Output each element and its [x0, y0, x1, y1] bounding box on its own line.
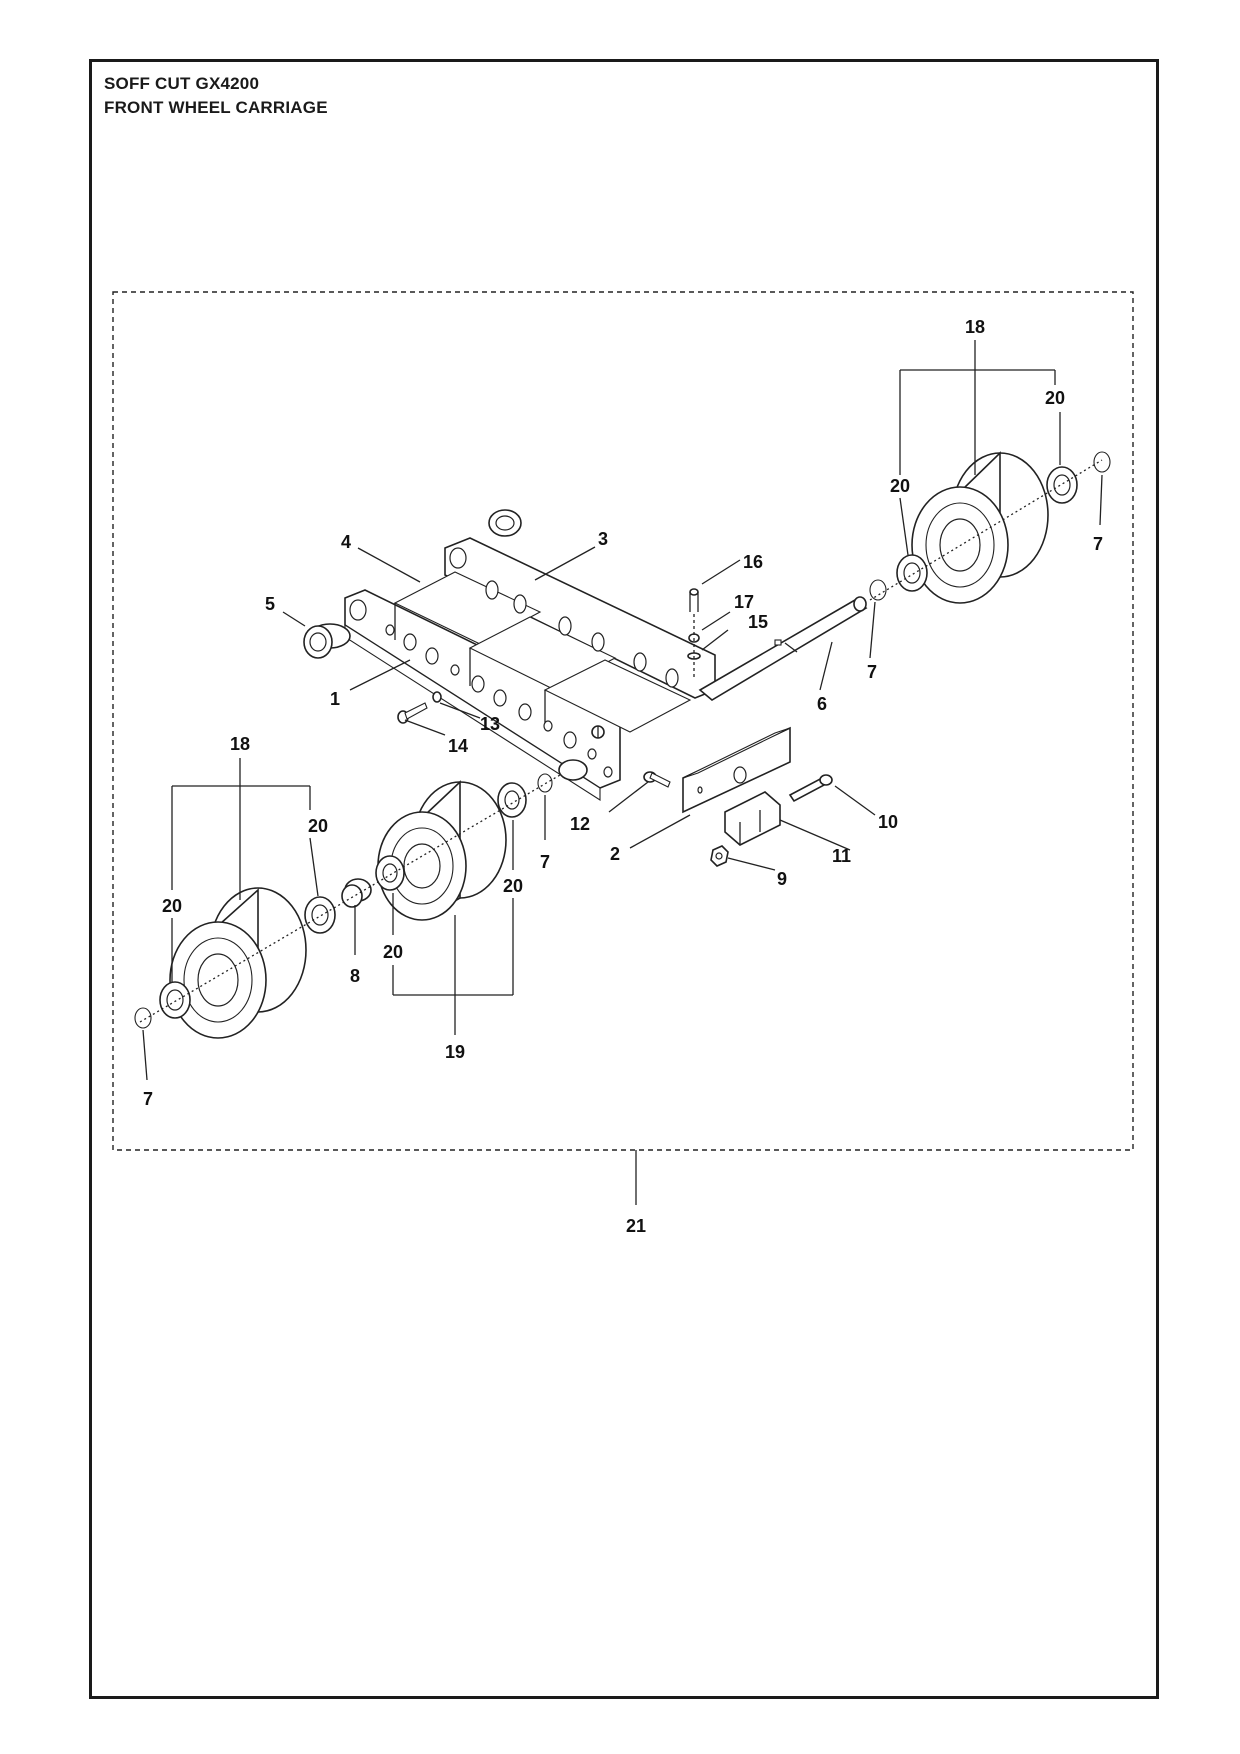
callout-18-left: 18 [230, 734, 250, 754]
callout-21: 21 [626, 1216, 646, 1236]
wheel-right [911, 451, 1049, 604]
bolt-12 [643, 771, 671, 788]
spacer-8 [341, 878, 372, 908]
callout-2: 2 [610, 844, 620, 864]
assembly-title: FRONT WHEEL CARRIAGE [104, 98, 328, 117]
callout-12: 12 [570, 814, 590, 834]
callout-9: 9 [777, 869, 787, 889]
bearing-middle-back [497, 782, 527, 818]
bearing-middle-front [375, 855, 405, 891]
callout-20-right-inner: 20 [890, 476, 910, 496]
assembly-boundary [112, 291, 1134, 1151]
block-11 [724, 791, 781, 846]
callout-1: 1 [330, 689, 340, 709]
bearing-right-outer [1046, 466, 1078, 504]
bracket-2 [682, 726, 791, 814]
callout-14: 14 [448, 736, 468, 756]
frame-tube [558, 725, 605, 781]
bushing-5 [303, 623, 351, 659]
circlip-left-outer [134, 1007, 152, 1029]
callout-7-left: 7 [143, 1089, 153, 1109]
callout-17: 17 [734, 592, 754, 612]
callout-6: 6 [817, 694, 827, 714]
bushing-top [488, 509, 522, 537]
bearing-right-inner [896, 554, 928, 592]
bolt-10 [788, 774, 833, 803]
callout-3: 3 [598, 529, 608, 549]
callout-10: 10 [878, 812, 898, 832]
callout-7-middle: 7 [540, 852, 550, 872]
washer-13 [432, 691, 442, 703]
callout-20-right-outer: 20 [1045, 388, 1065, 408]
callout-8: 8 [350, 966, 360, 986]
circlip-right-outer [1093, 451, 1111, 473]
model-title: SOFF CUT GX4200 [104, 74, 260, 93]
callout-20-left-inner: 20 [308, 816, 328, 836]
page-border [89, 59, 1159, 1699]
carriage-frame [344, 537, 716, 802]
wheel-middle-19 [377, 780, 507, 921]
bolt-stack [687, 588, 701, 680]
axle-6 [698, 596, 868, 701]
callout-4: 4 [341, 532, 351, 552]
bolt-14 [397, 702, 428, 724]
callout-5: 5 [265, 594, 275, 614]
callout-15: 15 [748, 612, 768, 632]
callout-20-middle-back: 20 [503, 876, 523, 896]
nut-9 [710, 845, 729, 867]
callout-16: 16 [743, 552, 763, 572]
bearing-left-outer [159, 981, 191, 1019]
callout-7-right: 7 [1093, 534, 1103, 554]
callout-11: 11 [832, 846, 851, 866]
leader-lines [142, 340, 1103, 1081]
callout-18-right: 18 [965, 317, 985, 337]
bearing-left-inner [304, 896, 336, 934]
callout-20-middle-front: 20 [383, 942, 403, 962]
circlip-right-inner [869, 579, 887, 601]
circlip-middle [537, 773, 553, 793]
callout-20-left-outer: 20 [162, 896, 182, 916]
callout-7-axle: 7 [867, 662, 877, 682]
callout-13: 13 [480, 714, 500, 734]
callout-19: 19 [445, 1042, 465, 1062]
wheel-left [169, 887, 307, 1039]
